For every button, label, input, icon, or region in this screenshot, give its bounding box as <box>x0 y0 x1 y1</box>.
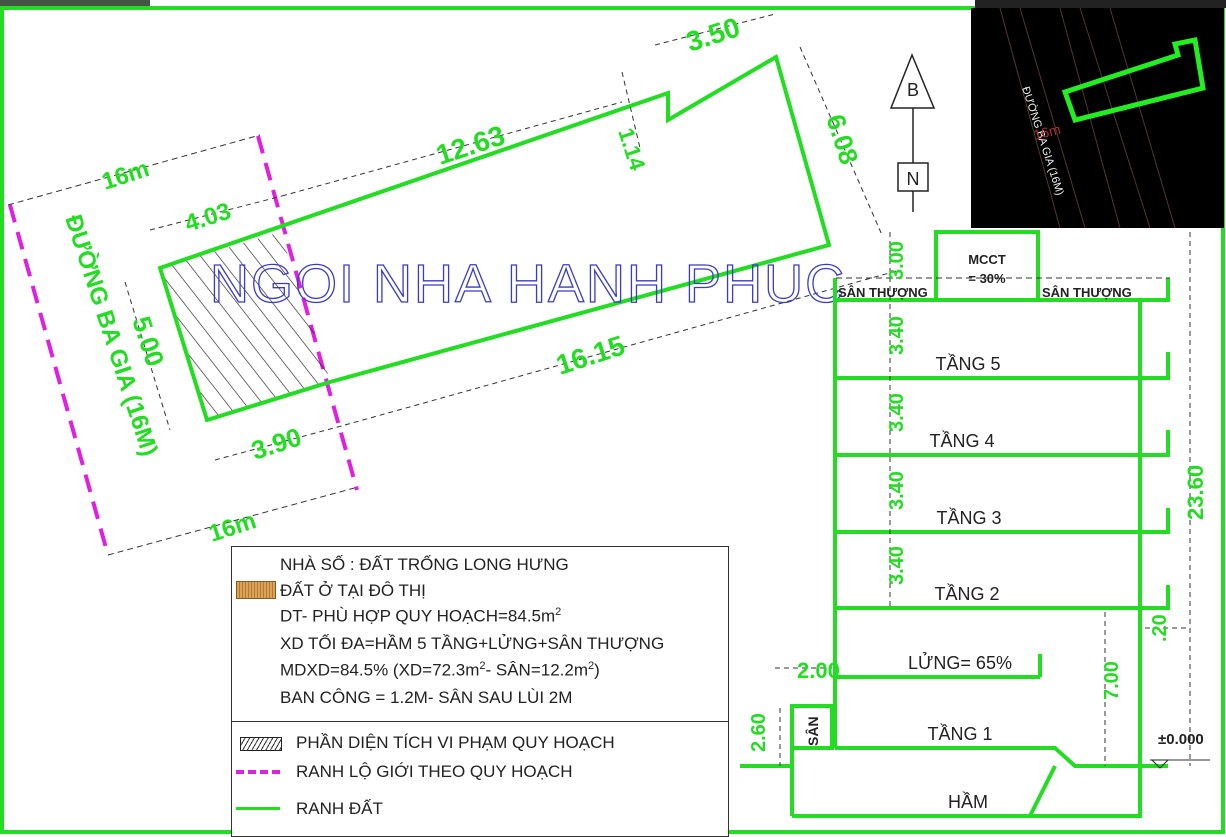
top-left-thumbnail <box>0 0 150 6</box>
mezzanine-label: LỬNG= 65% <box>908 652 1012 673</box>
dim-road-top: 16m <box>99 155 153 196</box>
legend-setback-line: RANH LỘ GIỚI THEO QUY HOẠCH <box>296 762 573 781</box>
dim-setback: .20 <box>1149 614 1171 642</box>
dim-lower: 7.00 <box>1101 661 1123 700</box>
legend-violation: PHẦN DIỆN TÍCH VI PHẠM QUY HOẠCH <box>296 733 615 752</box>
dim-balcony: 2.00 <box>797 658 840 683</box>
watermark: NGOI NHA HANH PHUC <box>210 254 846 314</box>
road-boundary-line-left <box>8 204 110 556</box>
inset-map: ĐƯỜNG BA GIA (16M) 16m <box>971 7 1224 229</box>
building-section <box>740 230 1170 818</box>
inset-width-label: 16m <box>1032 121 1062 143</box>
ground-floor-label: TẦNG 1 <box>927 723 992 744</box>
level-zero-label: ±0.000 <box>1158 731 1204 748</box>
section-dimensions <box>775 232 1210 769</box>
violation-hatch-icon <box>240 737 282 751</box>
legend-land-type: ĐẤT Ở TẠI ĐÔ THỊ <box>280 581 426 600</box>
mcct-ratio: = 30% <box>968 271 1006 286</box>
urban-land-icon <box>236 581 276 599</box>
dim-floor-5: 3.40 <box>886 316 908 355</box>
dim-floor-2: 3.40 <box>886 546 908 585</box>
floor-2-label: TẦNG 2 <box>934 583 999 604</box>
basement-label: HẦM <box>948 791 988 812</box>
dim-front-top: 4.03 <box>182 198 235 238</box>
lot-boundary <box>157 53 832 423</box>
dim-bottom-long: 16.15 <box>552 330 628 381</box>
road-dim-top-line <box>7 134 261 206</box>
dim-road-bottom: 16m <box>206 507 260 548</box>
violation-area <box>160 232 330 419</box>
dim-right: 6.08 <box>820 111 864 168</box>
floor-4-label: TẦNG 4 <box>929 430 994 451</box>
mcct-label: MCCT <box>968 252 1006 267</box>
floor-3-label: TẦNG 3 <box>936 507 1001 528</box>
top-right-strip <box>975 0 1226 8</box>
lot-boundary-line-icon <box>236 807 280 810</box>
legend-balcony: BAN CÔNG = 1.2M- SÂN SAU LÙI 2M <box>280 688 573 707</box>
floor-5-label: TẦNG 5 <box>935 353 1000 374</box>
legend-area: DT- PHÙ HỢP QUY HOẠCH=84.5m2 <box>280 606 562 626</box>
north-compass: B N <box>889 53 936 212</box>
legend-max-build: XD TỐI ĐA=HẦM 5 TẦNG+LỬNG+SÂN THƯỢNG <box>280 634 665 653</box>
terrace-left-label: SÂN THƯỢNG <box>838 285 928 300</box>
road-boundary-line-right <box>256 135 359 491</box>
dim-notch: 1.14 <box>613 125 650 174</box>
dim-yard: 2.60 <box>748 713 770 752</box>
dim-total-height: 23.60 <box>1183 465 1208 520</box>
legend-divider <box>232 721 728 722</box>
dim-roof: 3.00 <box>886 241 908 280</box>
dim-floor-4: 3.40 <box>886 393 908 432</box>
road-dim-bottom-line <box>107 486 359 556</box>
dim-top-right: 3.50 <box>682 11 743 57</box>
legend-house-no: NHÀ SỐ : ĐẤT TRỐNG LONG HƯNG <box>280 555 569 574</box>
compass-top-letter: B <box>907 80 919 100</box>
compass-bottom-letter: N <box>907 169 920 189</box>
legend-density: MDXD=84.5% (XD=72.3m2- SÂN=12.2m2) <box>280 660 600 680</box>
legend-boundary: RANH ĐẤT <box>296 799 383 818</box>
terrace-right-label: SÂN THƯỢNG <box>1042 285 1132 300</box>
yard-label: SÂN <box>804 716 821 746</box>
dim-front-bottom: 3.90 <box>248 422 305 466</box>
road-boundary-dash-icon <box>236 770 280 774</box>
dim-floor-3: 3.40 <box>886 471 908 510</box>
legend-box: NHÀ SỐ : ĐẤT TRỐNG LONG HƯNG ĐẤT Ở TẠI Đ… <box>231 546 729 837</box>
